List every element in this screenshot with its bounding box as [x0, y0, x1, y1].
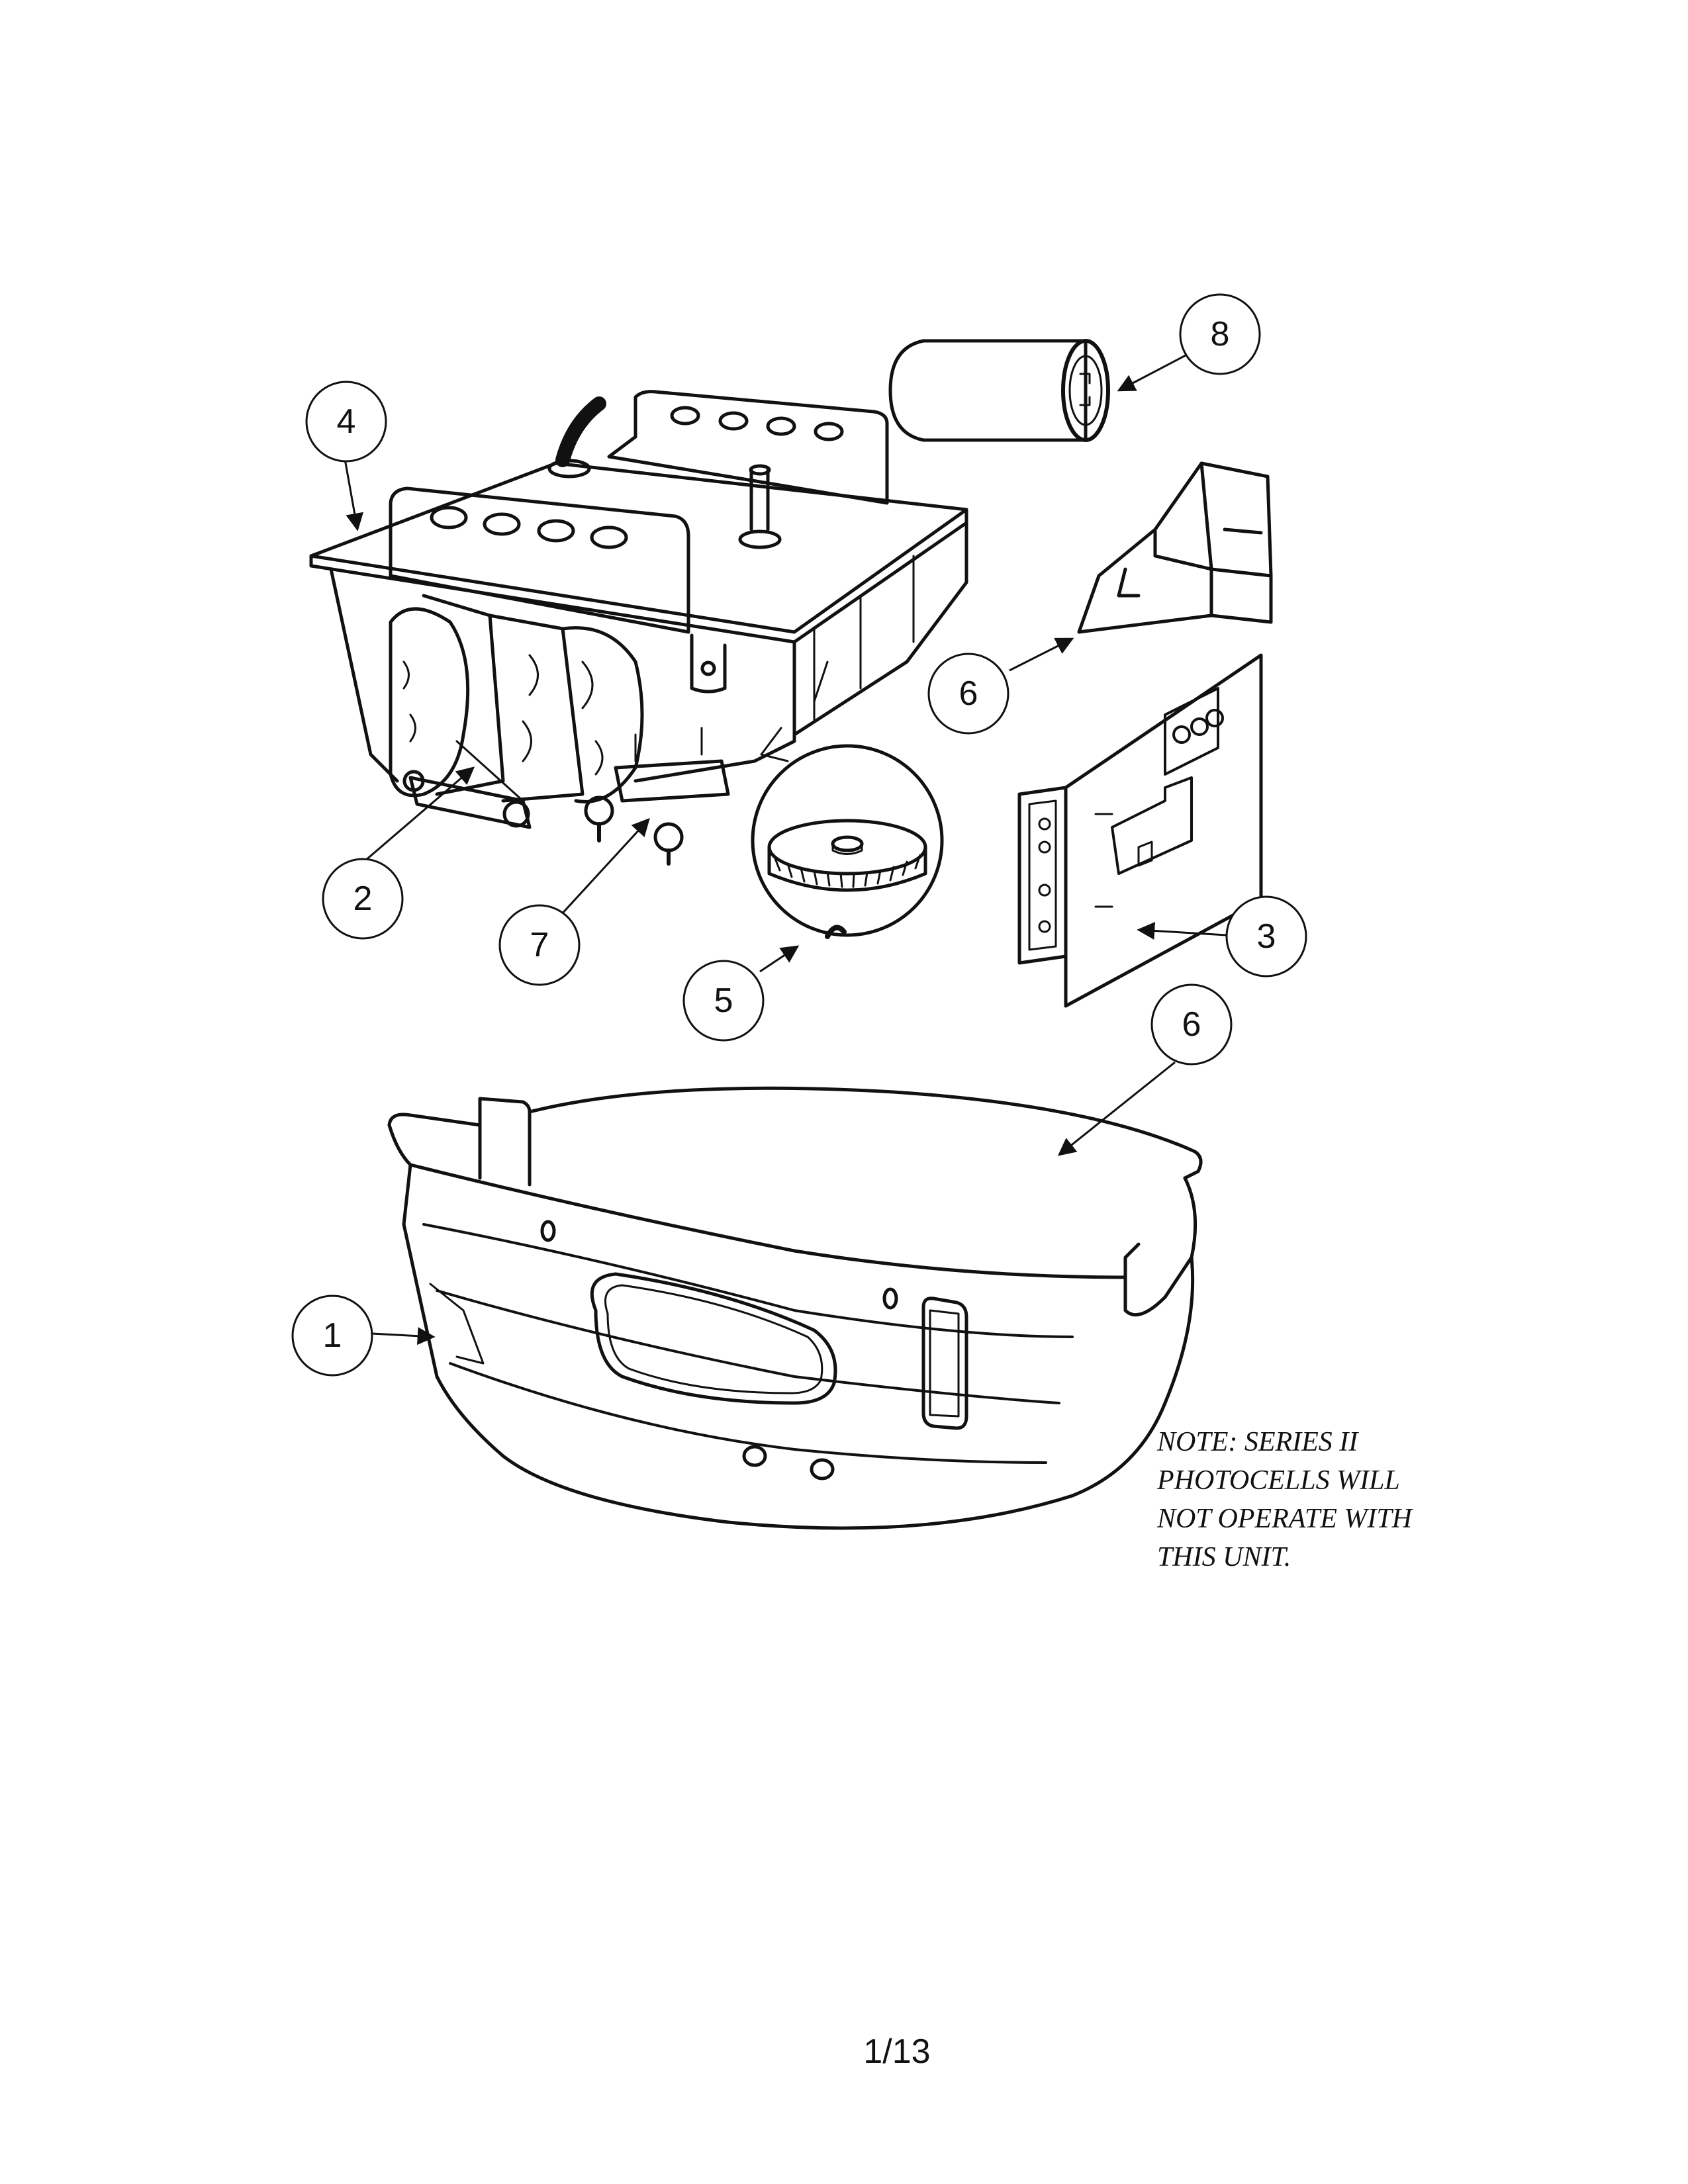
photocell-note: NOTE: SERIES II PHOTOCELLS WILL NOT OPER…: [1157, 1423, 1501, 1576]
leader-line-7: [558, 818, 650, 918]
callout-circle-7: [498, 904, 581, 986]
drive-gear-part: [751, 744, 944, 939]
callout-number-7: 7: [530, 926, 549, 964]
callout-number-8: 8: [1211, 315, 1230, 353]
callout-number-6-cover: 6: [1182, 1005, 1201, 1044]
leader-line-1: [371, 1327, 436, 1345]
callout-circle-2: [322, 858, 404, 940]
cover-part: [387, 1086, 1203, 1530]
callout-number-2: 2: [353, 880, 373, 918]
callout-number-1: 1: [323, 1316, 342, 1355]
leader-line-6-cover: [1057, 1061, 1176, 1156]
callout-circle-4: [305, 381, 387, 463]
logic-board-part: [1017, 653, 1263, 1008]
capacitor-part: [888, 339, 1110, 442]
note-line: THIS UNIT.: [1157, 1542, 1291, 1572]
leader-lines: [342, 347, 1227, 1345]
leader-line-3: [1137, 921, 1227, 940]
callout-circle-6-socket: [927, 653, 1009, 735]
page-number: 1/13: [863, 2032, 931, 2071]
leader-line-2: [365, 766, 475, 862]
callout-number-6-socket: 6: [959, 674, 978, 713]
light-socket-part: [1077, 461, 1273, 634]
callout-number-3: 3: [1257, 917, 1276, 956]
callout-circle-5: [682, 960, 765, 1042]
callout-circle-1: [291, 1295, 373, 1377]
chassis-assembly-part: [309, 390, 968, 866]
note-line: NOTE: SERIES II: [1157, 1427, 1358, 1457]
leader-line-5: [759, 945, 800, 973]
leader-line-6-socket: [1009, 637, 1074, 672]
callout-circle-6-cover: [1150, 983, 1233, 1066]
callout-number-4: 4: [337, 402, 356, 441]
note-line: PHOTOCELLS WILL: [1157, 1465, 1400, 1496]
note-line: NOT OPERATE WITH: [1157, 1504, 1413, 1534]
callout-circle-3: [1225, 895, 1307, 978]
callout-circle-8: [1179, 293, 1261, 375]
leader-line-8: [1117, 347, 1199, 392]
callout-number-5: 5: [714, 981, 733, 1020]
